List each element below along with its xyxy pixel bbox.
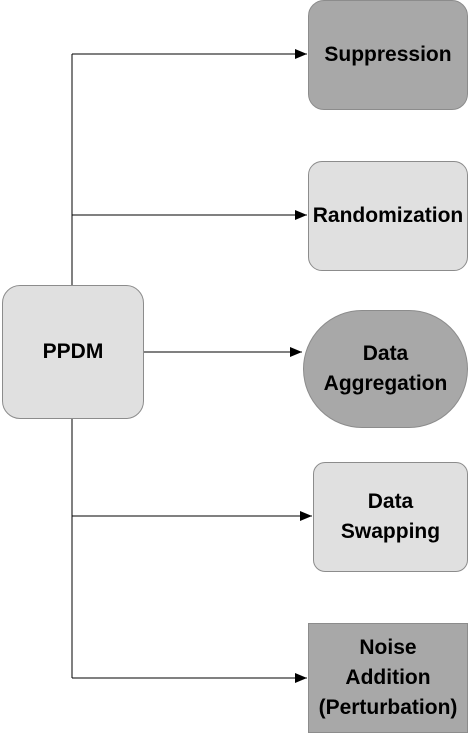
data-aggregation-label: Data Aggregation [323, 342, 448, 395]
randomization-node: Randomization [308, 161, 468, 271]
data-aggregation-node: Data Aggregation [303, 310, 468, 428]
ppdm-root-node: PPDM [2, 285, 144, 419]
suppression-label: Suppression [324, 43, 452, 66]
data-swapping-label: Data Swapping [340, 490, 441, 543]
noise-addition-label: Noise Addition (Perturbation) [318, 636, 458, 719]
ppdm-root-label: PPDM [42, 340, 104, 363]
data-swapping-node: Data Swapping [313, 462, 468, 572]
randomization-label: Randomization [312, 204, 464, 227]
suppression-node: Suppression [308, 0, 468, 110]
noise-addition-node: Noise Addition (Perturbation) [308, 623, 468, 733]
